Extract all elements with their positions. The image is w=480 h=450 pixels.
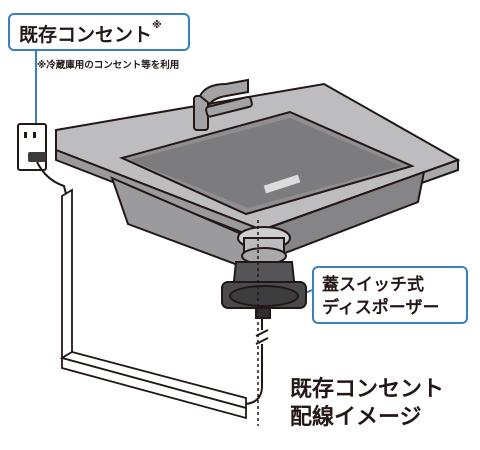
caption-line1: 既存コンセント [290,377,445,402]
cabinet-frame [59,188,247,420]
disposer-callout-line2: ディスポーザー [322,298,440,318]
caption-line2: 配線イメージ [290,405,422,430]
outlet-callout-label: 既存コンセント [19,24,153,46]
sink-basin [110,110,426,270]
faucet [193,78,253,131]
outlet-callout-mark: ※ [152,20,162,31]
wall-outlet [17,123,47,171]
disposer-callout-line1: 蓋スイッチ式 [322,275,424,295]
disposer-unit [221,226,307,319]
outlet-note: ※冷蔵庫用のコンセント等を利用 [37,60,180,71]
disposer-callout: 蓋スイッチ式 ディスポーザー [312,266,468,324]
outlet-callout: 既存コンセント※ [8,13,190,51]
caption: 既存コンセント 配線イメージ [290,376,444,432]
